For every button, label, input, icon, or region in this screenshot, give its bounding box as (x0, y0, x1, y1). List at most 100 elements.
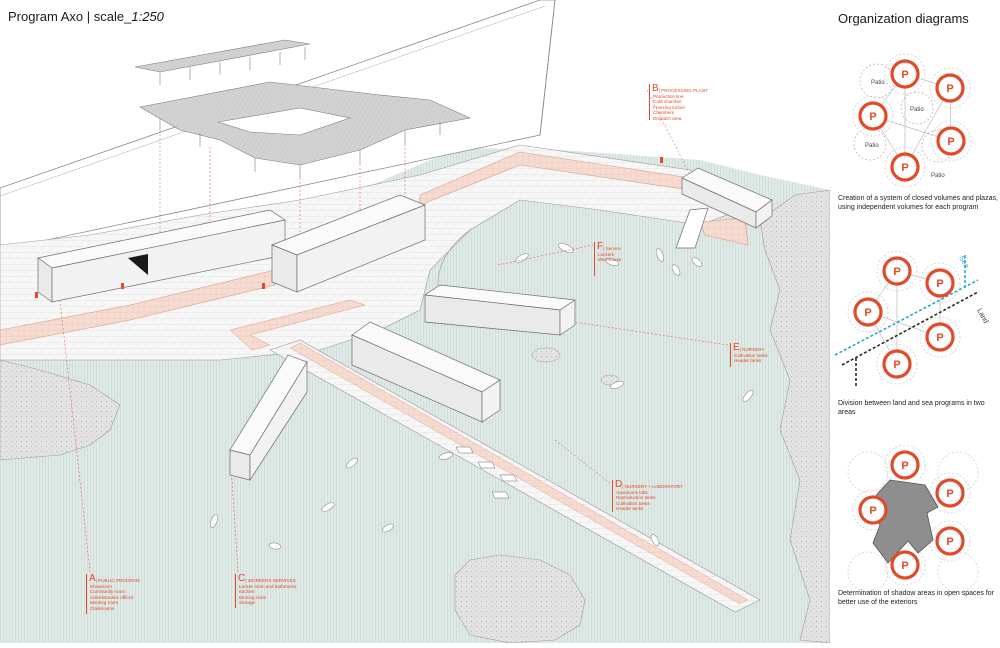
program-node-label: P (869, 111, 876, 123)
label-heading: | WORKERS SERVICES (245, 577, 296, 583)
program-node-label: P (869, 505, 876, 517)
label-letter: F (597, 241, 604, 252)
figures (35, 157, 663, 298)
label-item: Showroom (90, 584, 112, 589)
scale-prefix: scale_ (93, 9, 132, 24)
label-heading: | PUBLIC PROGRAM (95, 577, 140, 583)
pier-pink-strip (289, 342, 749, 605)
diagram-shadow-areas: P P P P P (847, 445, 979, 593)
program-node-label: P (893, 266, 900, 278)
land-boundary-line (841, 291, 979, 366)
program-node (925, 268, 955, 298)
program-node-label: P (901, 560, 908, 572)
program-node (853, 297, 883, 327)
program-node (858, 495, 888, 525)
program-node (890, 152, 920, 182)
program-node (925, 322, 955, 352)
program-node (890, 450, 920, 480)
label-item: Chambers (653, 110, 675, 116)
label-item: Storage (239, 600, 256, 606)
label-heading: | Service (603, 245, 621, 251)
program-node (936, 126, 966, 156)
program-node (882, 349, 912, 379)
label-letter: D (615, 479, 623, 490)
program-node (935, 526, 965, 556)
label-item: Administrative offices (90, 594, 134, 600)
sea-label: Sea (957, 255, 969, 269)
program-axo-drawing: Program Axo | scale_1:250 B| PROCESSING … (0, 0, 831, 644)
label-item: Aquariums labs (616, 490, 648, 495)
patio-label: Patio (865, 143, 879, 149)
exploded-canopy-large (139, 81, 471, 178)
exploded-canopy-small (134, 39, 311, 85)
program-node (935, 73, 965, 103)
building-f (424, 284, 576, 336)
label-item: Warehouse (598, 257, 622, 263)
program-node-label: P (947, 136, 954, 148)
organization-panel: Organization diagrams P P P P P Patio Patio … (830, 0, 1000, 643)
pier-fins (455, 446, 518, 499)
label-letter: C (238, 573, 246, 584)
title-text: Program Axo (8, 9, 84, 24)
program-node-label: P (901, 69, 908, 81)
program-label-b: B| PROCESSING PLANT Production line Cold… (649, 83, 708, 121)
program-node (890, 59, 920, 89)
program-node-label: P (901, 162, 908, 174)
walkway (229, 299, 366, 351)
program-node-label: P (936, 278, 943, 290)
label-item: Freezing tunnel (653, 104, 685, 110)
axo-svg (0, 0, 831, 644)
label-item: Cold chamber (653, 99, 682, 105)
program-label-c: C| WORKERS SERVICES Locker room and bath… (235, 573, 296, 608)
sea-wall-right (699, 217, 749, 246)
label-item: Reproduction tanks (616, 495, 656, 501)
building-e (351, 321, 501, 423)
label-item: Production line (653, 94, 684, 99)
building-b (675, 167, 773, 249)
label-item: Header tanks (616, 506, 644, 512)
label-item: Header tanks (734, 358, 762, 364)
building-d (229, 354, 308, 482)
label-item: Lockers (598, 252, 615, 257)
land-label: Land (975, 308, 989, 325)
label-letter: E (733, 342, 740, 353)
program-node-label: P (893, 359, 900, 371)
shadow-area (867, 479, 939, 564)
rocky-coast-left (0, 359, 121, 461)
title-separator: | (86, 9, 91, 24)
program-node-label: P (946, 488, 953, 500)
diagram-closed-volumes: P P P P P Patio Patio Patio Patio (852, 53, 972, 188)
organization-title: Organization diagrams (838, 11, 969, 26)
patio-label: Patio (931, 173, 945, 179)
scale-value: 1:250 (131, 9, 164, 24)
label-item: Cultivation tanks (616, 500, 650, 506)
patio-label: Patio (910, 107, 924, 113)
label-heading: | NURSERY (739, 346, 765, 352)
caption-shadow-areas: Determination of shadow areas in open sp… (838, 590, 995, 606)
program-label-a: A| PUBLIC PROGRAM Showroom Community roo… (86, 573, 140, 614)
program-node-label: P (864, 307, 871, 319)
program-node (858, 101, 888, 131)
label-item: Classrooms (90, 605, 115, 611)
program-label-f: F| Service Lockers Warehouse (594, 241, 622, 276)
patio-label: Patio (871, 80, 885, 86)
building-c (271, 194, 426, 293)
building-a (37, 209, 286, 303)
caption-closed-volumes: Creation of a system of closed volumes a… (838, 195, 998, 211)
drawing-title: Program Axo | scale_1:250 (8, 9, 164, 24)
label-letter: A (89, 573, 96, 584)
label-letter: B (652, 83, 659, 94)
boats (210, 243, 754, 550)
program-node-label: P (946, 536, 953, 548)
program-node (935, 478, 965, 508)
label-item: Meeting room (90, 600, 119, 606)
label-heading: | NURSERY + LABORATORY (622, 483, 684, 489)
label-item: Community room (90, 589, 125, 595)
program-node (882, 256, 912, 286)
label-item: Kitchen (239, 589, 255, 595)
program-node-label: P (946, 83, 953, 95)
program-node-label: P (901, 460, 908, 472)
caption-land-sea: Division between land and sea programs i… (838, 400, 985, 416)
label-item: Dispatch area (653, 115, 682, 121)
